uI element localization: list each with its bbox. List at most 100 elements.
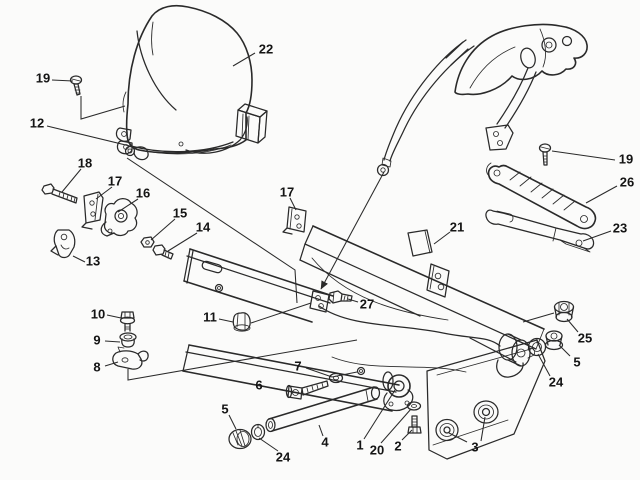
part-4-pivot-collar bbox=[265, 386, 381, 433]
leader-line-1 bbox=[363, 389, 396, 440]
gusset-plate bbox=[311, 257, 501, 373]
leader-line-4 bbox=[318, 424, 324, 437]
part-20-washer bbox=[406, 401, 422, 411]
nut11-mount-locator bbox=[250, 302, 312, 324]
leader-line-12 bbox=[46, 125, 135, 148]
part-19-screw-left bbox=[69, 75, 83, 96]
callout-5: 5 bbox=[573, 355, 580, 370]
part-13-bracket bbox=[50, 229, 76, 259]
leader-line-19 bbox=[551, 150, 616, 161]
leader-line-7 bbox=[305, 367, 358, 378]
callout-2: 2 bbox=[394, 439, 401, 454]
callout-13: 13 bbox=[86, 254, 100, 269]
callout-25: 25 bbox=[578, 331, 592, 346]
part-19-screw-right bbox=[538, 143, 552, 166]
rear-fender bbox=[115, 4, 268, 155]
leader-line-18 bbox=[61, 168, 82, 193]
leader-line-3 bbox=[448, 432, 468, 443]
callout-17: 17 bbox=[280, 185, 294, 200]
callout-4: 4 bbox=[321, 435, 329, 450]
brake-hose-assembly bbox=[376, 23, 588, 177]
swingarm-left-beam bbox=[183, 248, 334, 323]
callout-23: 23 bbox=[613, 221, 627, 236]
callout-11: 11 bbox=[203, 310, 217, 325]
part-11-nut bbox=[232, 312, 251, 332]
part-24-seal-right bbox=[527, 337, 547, 357]
swingarm bbox=[182, 206, 546, 460]
leader-line-20 bbox=[380, 408, 412, 444]
part-8-clamp bbox=[112, 346, 149, 370]
part-27-bolt bbox=[328, 290, 353, 304]
leader-line-2 bbox=[401, 429, 413, 441]
leader-line-6 bbox=[266, 386, 290, 392]
part-17-bracket-left bbox=[81, 191, 104, 230]
callout-15: 15 bbox=[173, 206, 187, 221]
callout-8: 8 bbox=[93, 360, 100, 375]
part-14-bolt bbox=[152, 244, 174, 260]
leader-line-14 bbox=[167, 232, 198, 252]
leader-line-5 bbox=[558, 344, 571, 357]
part-9-bushing bbox=[119, 332, 137, 348]
pivot-boss-left bbox=[382, 371, 414, 412]
leader-line-17 bbox=[289, 197, 297, 211]
callout-24: 24 bbox=[549, 375, 564, 390]
leader-line-25 bbox=[566, 318, 579, 333]
clamp8-mount-locator bbox=[127, 339, 358, 381]
callout-19: 19 bbox=[619, 152, 633, 167]
leader-line-3 bbox=[480, 416, 486, 442]
callout-17: 17 bbox=[108, 174, 122, 189]
part-25-locknut bbox=[553, 300, 575, 323]
leader-line-9 bbox=[104, 340, 121, 343]
callout-19: 19 bbox=[36, 71, 50, 86]
callout-12: 12 bbox=[30, 116, 44, 131]
part-21-pad bbox=[407, 229, 433, 257]
fender-mount-box bbox=[235, 103, 268, 144]
leader-line-8 bbox=[104, 361, 119, 367]
part-5-cap-left bbox=[228, 428, 252, 450]
leader-line-22 bbox=[232, 52, 256, 67]
leader-line-11 bbox=[218, 318, 234, 323]
leader-line-15 bbox=[150, 218, 176, 241]
callout-20: 20 bbox=[370, 443, 384, 458]
callout-14: 14 bbox=[196, 220, 211, 235]
callout-24: 24 bbox=[276, 450, 291, 465]
part-3-grommets bbox=[435, 400, 499, 442]
leader-line-26 bbox=[585, 185, 618, 204]
screw19-locator bbox=[80, 96, 126, 120]
callout-26: 26 bbox=[620, 175, 634, 190]
callout-6: 6 bbox=[255, 378, 262, 393]
leader-line-13 bbox=[72, 255, 86, 263]
leader-line-19 bbox=[51, 79, 74, 82]
leader-line-24 bbox=[258, 437, 279, 452]
pivot-boss-right bbox=[496, 333, 536, 378]
callout-5: 5 bbox=[221, 402, 228, 417]
callout-7: 7 bbox=[294, 359, 301, 374]
hose-route-locator bbox=[320, 171, 385, 290]
leader-line-24 bbox=[537, 353, 551, 377]
callout-16: 16 bbox=[136, 186, 150, 201]
callout-9: 9 bbox=[93, 333, 100, 348]
part-26-chain-slider bbox=[486, 162, 597, 230]
part-6-bolt bbox=[285, 380, 329, 400]
leader-line-16 bbox=[117, 198, 139, 213]
fender-mount-locator bbox=[126, 157, 298, 304]
beam-bracket bbox=[426, 263, 450, 298]
callout-1: 1 bbox=[356, 438, 363, 453]
part-10-bolt bbox=[119, 311, 136, 332]
diagram-artwork bbox=[41, 4, 597, 460]
callout-27: 27 bbox=[360, 297, 374, 312]
fender-mount-bracket bbox=[309, 290, 330, 313]
leader-lines bbox=[46, 52, 618, 452]
leader-line-23 bbox=[582, 230, 612, 242]
leader-line-10 bbox=[106, 314, 122, 319]
callout-18: 18 bbox=[78, 156, 92, 171]
part-2-bolt bbox=[407, 415, 422, 434]
part-15-nut bbox=[140, 236, 155, 248]
part-17-bracket-right bbox=[282, 206, 307, 235]
leader-line-5 bbox=[228, 414, 237, 430]
callout-10: 10 bbox=[91, 307, 105, 322]
